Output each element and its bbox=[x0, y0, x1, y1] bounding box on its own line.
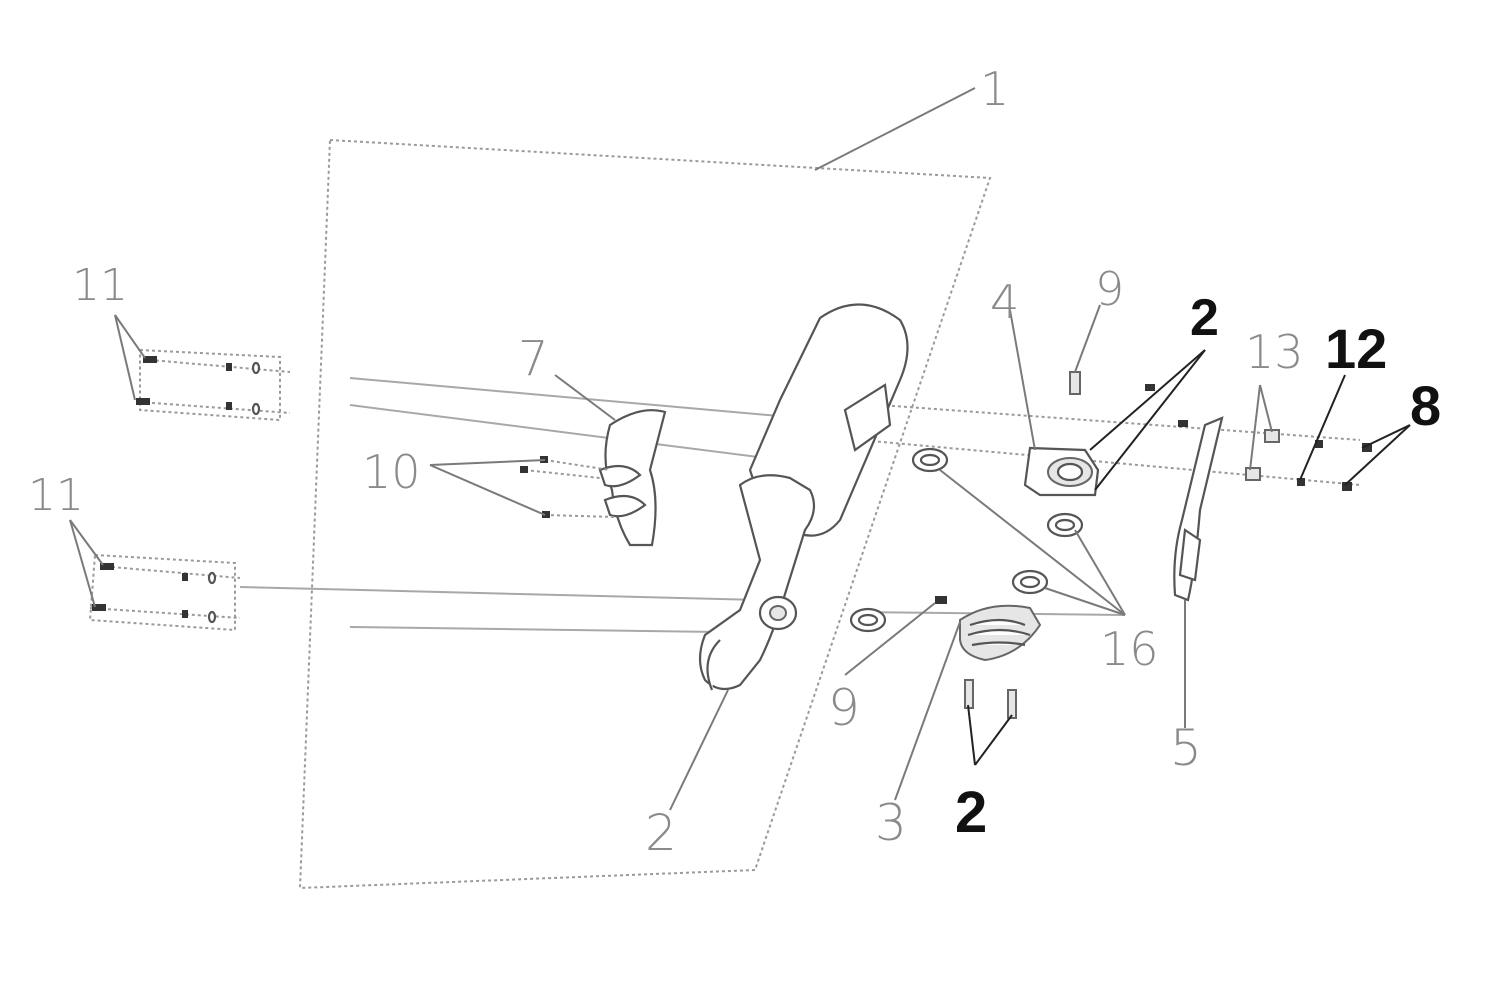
callout-13: 13 bbox=[1245, 325, 1304, 379]
callout-4: 4 bbox=[990, 275, 1019, 329]
callout-7: 7 bbox=[518, 331, 549, 387]
callout-12: 12 bbox=[1325, 317, 1387, 380]
catalyst-part bbox=[935, 596, 1042, 719]
callout-2-bottom: 2 bbox=[955, 780, 987, 845]
bolt-group-lower bbox=[88, 553, 241, 632]
callout-labels: 1 2 2 2 3 4 5 7 8 9 9 10 11 11 12 13 16 bbox=[28, 62, 1441, 862]
callout-8: 8 bbox=[1410, 374, 1441, 437]
callout-9-top: 9 bbox=[1095, 262, 1124, 316]
heat-shield-part bbox=[520, 409, 667, 547]
callout-9-bottom: 9 bbox=[828, 679, 860, 737]
callout-11-top: 11 bbox=[72, 260, 128, 311]
gaskets bbox=[849, 447, 1084, 633]
callout-3: 3 bbox=[875, 794, 907, 852]
callout-1: 1 bbox=[980, 62, 1009, 116]
callout-5: 5 bbox=[1170, 719, 1202, 777]
assembly-group-outline bbox=[298, 138, 992, 890]
bolt-group-upper bbox=[136, 348, 291, 422]
leader-lines bbox=[69, 87, 1411, 811]
callout-2-top: 2 bbox=[1190, 289, 1219, 347]
bracket-part bbox=[1023, 446, 1100, 497]
callout-11-bottom: 11 bbox=[28, 470, 84, 521]
rear-plate-part bbox=[1173, 416, 1224, 602]
callout-16: 16 bbox=[1100, 622, 1159, 676]
callout-2-muffler: 2 bbox=[645, 804, 677, 862]
callout-10: 10 bbox=[362, 445, 421, 499]
muffler-part bbox=[698, 303, 909, 691]
